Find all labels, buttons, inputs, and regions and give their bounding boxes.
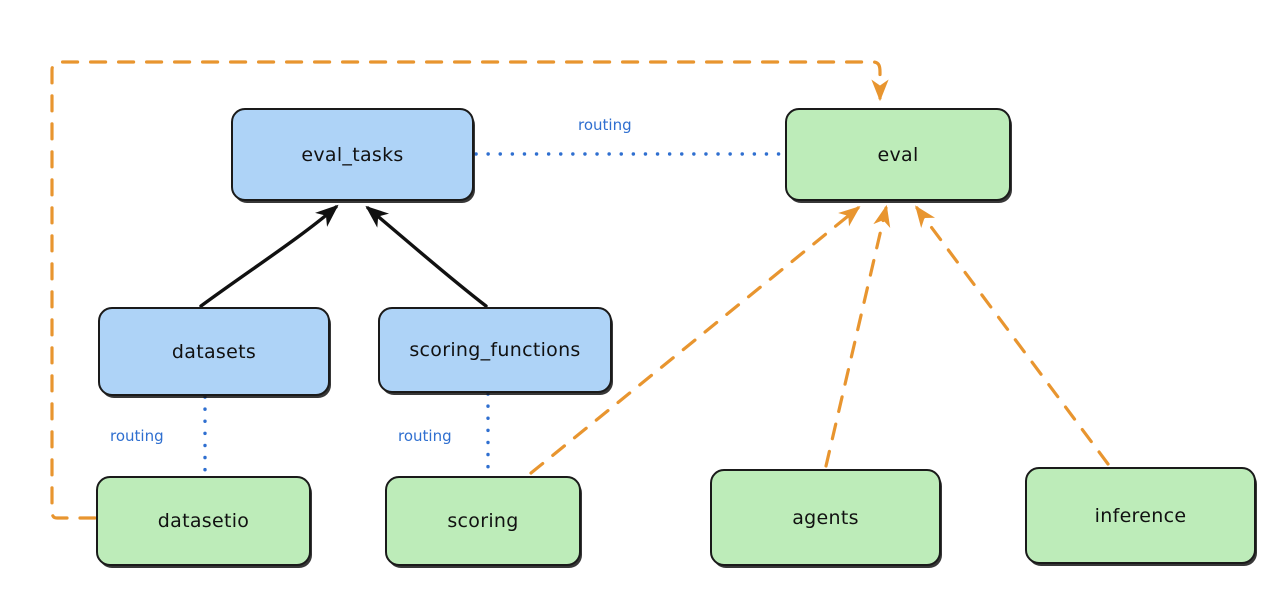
node-label: datasetio [157,510,250,532]
edge-datasetio-to-eval-dependency [50,60,889,520]
node-label: scoring [447,510,519,532]
edge-inference-to-eval-dependency [915,205,1110,466]
node-inference[interactable]: inference [1025,467,1256,564]
node-label: eval_tasks [301,143,404,166]
edge-label-routing-eval: routing [578,116,632,134]
edge-datasets-to-eval-tasks [199,204,339,308]
edge-scoring-to-eval-dependency [529,205,861,475]
node-eval[interactable]: eval [785,108,1011,201]
edge-agents-to-eval-dependency [824,204,891,468]
edge-label-routing-scoring: routing [398,427,452,445]
node-label: agents [792,506,859,529]
node-label: eval [877,143,919,166]
edge-scoring-functions-to-eval-tasks [365,205,488,308]
node-scoring[interactable]: scoring [385,476,581,566]
node-datasets[interactable]: datasets [98,307,330,396]
node-datasetio[interactable]: datasetio [96,476,311,566]
node-scoring-functions[interactable]: scoring_functions [378,307,612,393]
node-label: datasets [171,340,257,363]
node-agents[interactable]: agents [710,469,941,566]
edge-label-routing-datasets: routing [110,427,164,445]
node-label: scoring_functions [409,339,581,361]
node-label: inference [1094,504,1187,527]
node-eval-tasks[interactable]: eval_tasks [231,108,474,201]
